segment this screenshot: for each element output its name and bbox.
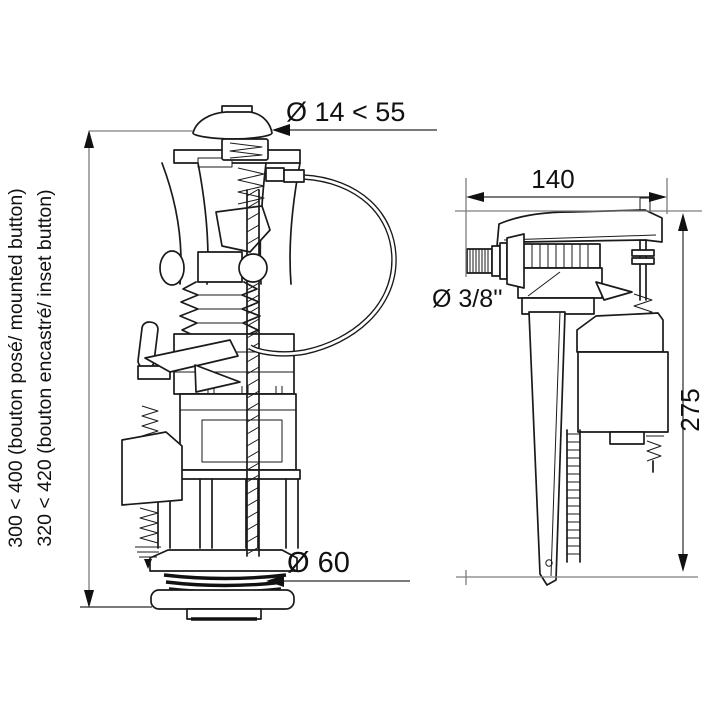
paddle-fin-lower xyxy=(194,364,241,393)
float-tab xyxy=(609,431,645,445)
label-outlet-diameter: Ø 60 xyxy=(287,547,350,579)
float-box xyxy=(121,431,183,506)
ratchet-ticks xyxy=(246,188,260,555)
cable-fitting xyxy=(265,167,285,182)
rod-ball xyxy=(238,253,268,283)
tower-spring xyxy=(237,167,265,205)
side-knob xyxy=(159,250,185,286)
arrowhead-up xyxy=(84,130,94,148)
cable-ferrule xyxy=(283,169,305,183)
base-flange xyxy=(150,589,295,610)
button-spring xyxy=(229,142,263,159)
trip-lever xyxy=(595,281,633,301)
rod-washer xyxy=(631,257,655,265)
width-extension-lines xyxy=(465,178,668,277)
bellows-left-edge xyxy=(179,281,199,337)
arrowhead-left xyxy=(266,575,284,587)
label-inlet-thread: Ø 3/8'' xyxy=(432,285,503,313)
adjust-rod xyxy=(639,239,647,301)
bellows-neck xyxy=(197,251,243,283)
tube-hole xyxy=(545,559,553,567)
labels: Ø 14 < 55 Ø 60 140 Ø 3/8'' 275 300 < 400… xyxy=(5,97,705,579)
fill-valve-drawing xyxy=(466,197,669,586)
label-fill-height: 275 xyxy=(675,388,705,431)
float-arm-line xyxy=(503,234,657,241)
shank-threads xyxy=(469,249,489,273)
latch-cam xyxy=(215,205,271,253)
cable-outer xyxy=(248,174,397,357)
shank-nut xyxy=(491,245,501,277)
paddle-fin-upper xyxy=(144,339,239,373)
flush-valve-drawing xyxy=(121,105,397,621)
float-body xyxy=(577,351,669,433)
float-spring-lower xyxy=(139,507,159,544)
arrowhead-right xyxy=(649,192,667,202)
valve-body-line xyxy=(527,271,561,297)
arrowhead-down xyxy=(678,554,688,572)
float-cap xyxy=(576,312,664,353)
gasket-ring xyxy=(165,580,285,588)
dimension-annotations xyxy=(80,124,702,608)
push-button-dome xyxy=(192,111,273,140)
label-button-diameter: Ø 14 < 55 xyxy=(286,97,405,127)
lower-block xyxy=(179,393,297,471)
label-fill-width: 140 xyxy=(531,164,574,194)
ratchet-rod xyxy=(246,189,260,557)
gasket-ring xyxy=(163,573,287,581)
arrowhead-left xyxy=(466,192,484,202)
arrowhead-up xyxy=(678,213,688,231)
cable-inner xyxy=(249,175,396,356)
lower-block-window xyxy=(201,419,283,463)
float-spring-upper xyxy=(141,405,159,437)
rod-washer xyxy=(631,249,655,257)
cone-washer xyxy=(506,233,525,289)
height-ratchet-strip xyxy=(566,429,581,563)
screw-washers xyxy=(135,546,161,558)
screw-tip xyxy=(144,559,152,569)
arrowhead-left xyxy=(272,124,290,136)
bellows-ridges xyxy=(195,281,245,337)
screw-spring xyxy=(646,440,662,462)
label-height-mounted: 300 < 400 (bouton posé/ mounted button) xyxy=(5,188,27,547)
down-tube xyxy=(528,311,566,586)
arrowhead-down xyxy=(84,590,94,608)
ratchet-strip-ticks xyxy=(567,433,580,555)
fill-baseline xyxy=(456,570,698,585)
shank-washer xyxy=(499,242,508,280)
down-tube-line xyxy=(550,311,561,577)
flange xyxy=(149,549,298,572)
label-height-inset: 320 < 420 (bouton encastré/ inset button… xyxy=(34,189,56,546)
ribbed-cap xyxy=(515,243,601,269)
bellows-right-edge xyxy=(241,281,261,337)
float-arm xyxy=(496,209,663,247)
